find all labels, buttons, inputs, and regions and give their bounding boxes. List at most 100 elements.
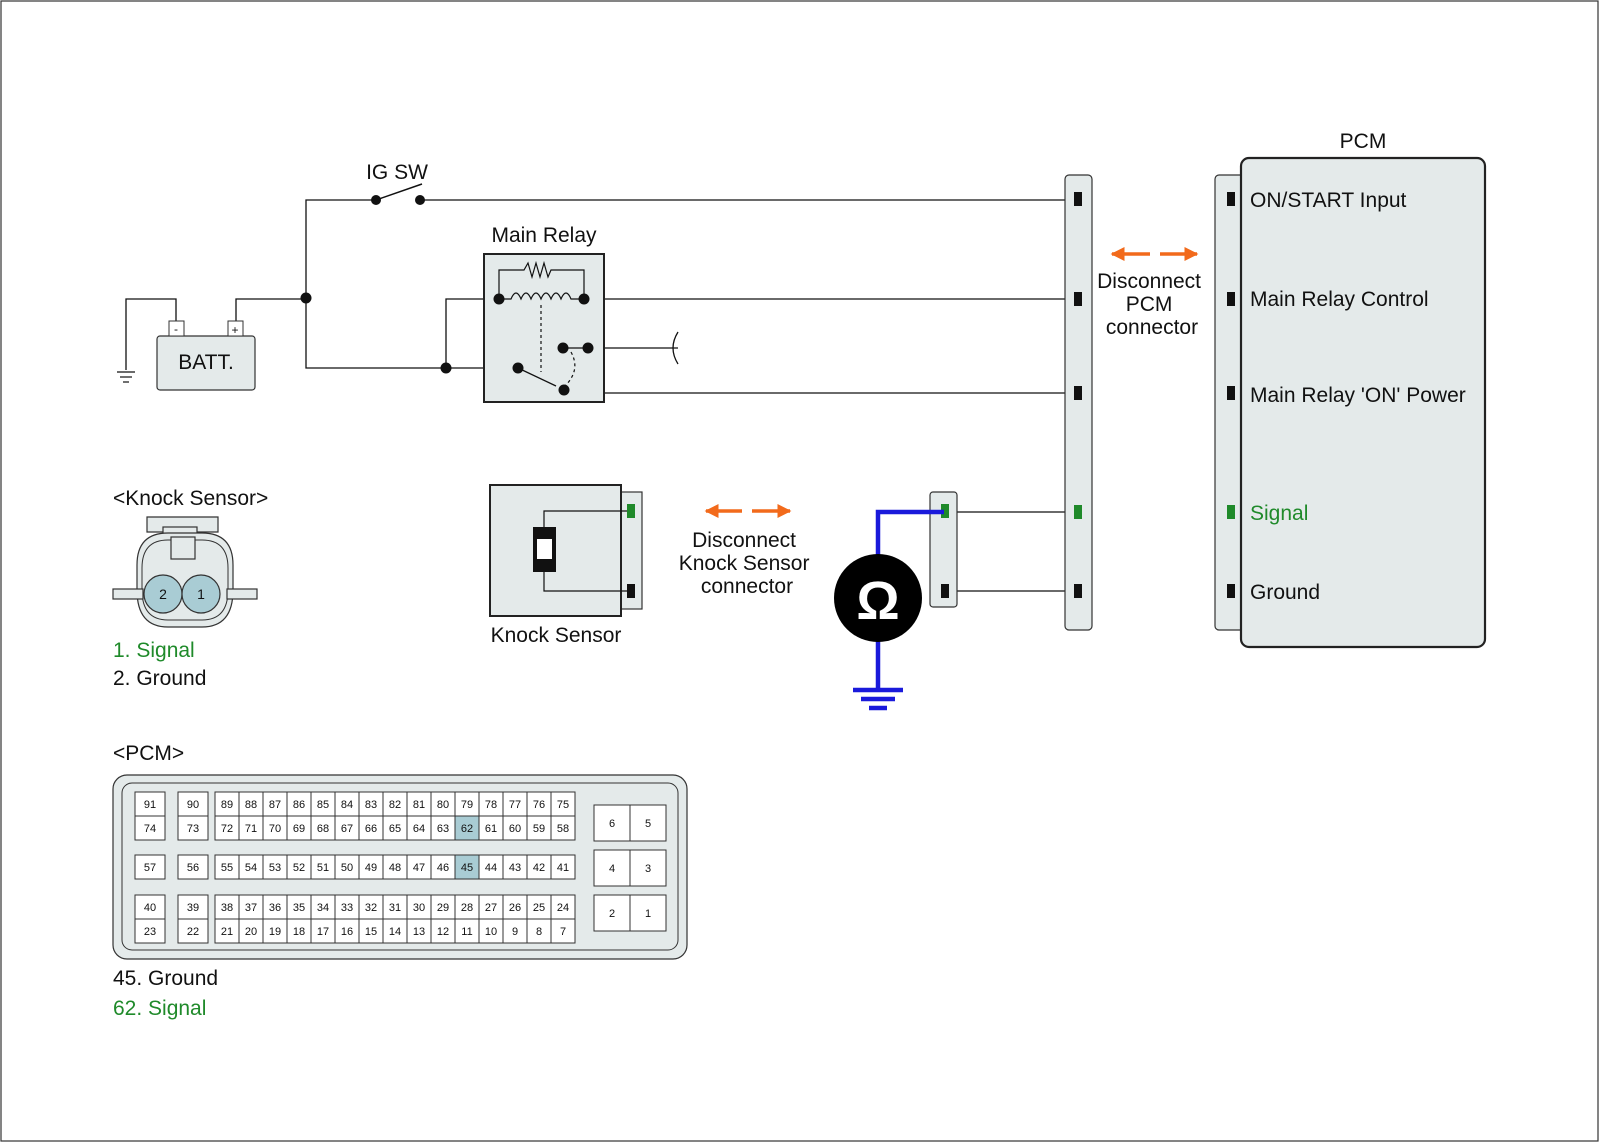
- pcm-pin: 18: [293, 926, 305, 938]
- pcm-pin-cell: [478, 894, 504, 920]
- pcm-pin: 46: [437, 862, 449, 874]
- pcm-pin-cell: [593, 849, 631, 887]
- pcm-pin-cell: [454, 815, 480, 841]
- knock-legend-ground: 2. Ground: [113, 667, 206, 690]
- pcm-pin: 6: [609, 818, 615, 830]
- pcm-pin: 90: [187, 799, 199, 811]
- pcm-pin-cell: [134, 854, 166, 880]
- pcm-pin: 62: [461, 823, 473, 835]
- pcm-pin: 8: [536, 926, 542, 938]
- pcm-pin-cell: [214, 894, 240, 920]
- pcm-pin: 21: [221, 926, 233, 938]
- pcm-pin: 75: [557, 799, 569, 811]
- pcm-pin: 16: [341, 926, 353, 938]
- pcm-pin: 83: [365, 799, 377, 811]
- pcm-pin-cell: [262, 894, 288, 920]
- battery: - + BATT.: [117, 320, 256, 391]
- pcm-pin: 88: [245, 799, 257, 811]
- pcm-pin-cell: [177, 815, 209, 841]
- pcm-pin-cell: [430, 854, 456, 880]
- pcm-pin-cell: [478, 854, 504, 880]
- pcm-pin-cell: [238, 854, 264, 880]
- pcm-pin: 39: [187, 902, 199, 914]
- pcm-pin-cell: [334, 854, 360, 880]
- pcm-pin: 68: [317, 823, 329, 835]
- pcm-pin-cell: [286, 791, 312, 817]
- pcm-pin: 52: [293, 862, 305, 874]
- pcm-pin: 40: [144, 902, 156, 914]
- pcm-pin-cell: [214, 854, 240, 880]
- knock-connector-face: <Knock Sensor> 2 1 1. Signal 2. Ground: [112, 487, 268, 690]
- pcm-pin-cell: [214, 918, 240, 944]
- pcm-pin: 48: [389, 862, 401, 874]
- pcm-pin-cell: [454, 894, 480, 920]
- pcm-pin-cell: [134, 815, 166, 841]
- pcm-pin: 58: [557, 823, 569, 835]
- pcm-pin-cell: [334, 815, 360, 841]
- knock-pin-2: 2: [159, 586, 167, 602]
- pcm-terminal-ground: Ground: [1250, 581, 1320, 604]
- pcm-pin: 78: [485, 799, 497, 811]
- knock-sensor: Knock Sensor: [489, 484, 643, 647]
- pcm-pin: 80: [437, 799, 449, 811]
- pcm-pin-cell: [430, 918, 456, 944]
- pcm-pin: 42: [533, 862, 545, 874]
- pcm-pin-cell: [406, 918, 432, 944]
- pcm-pin-cell: [502, 815, 528, 841]
- pcm-pin: 53: [269, 862, 281, 874]
- pcm-pin: 91: [144, 799, 156, 811]
- pcm-title: PCM: [1340, 130, 1387, 153]
- pcm-pin-cell: [629, 894, 667, 932]
- pcm-terminal-on-start: ON/START Input: [1250, 189, 1407, 212]
- ohmmeter: Ω: [834, 491, 958, 711]
- pcm-pin-cell: [286, 918, 312, 944]
- pcm-pin: 37: [245, 902, 257, 914]
- pcm-legend-signal: 62. Signal: [113, 997, 206, 1020]
- pcm-pin: 36: [269, 902, 281, 914]
- pcm-pin-cell: [526, 854, 552, 880]
- pcm-pin: 72: [221, 823, 233, 835]
- knock-legend-signal: 1. Signal: [113, 639, 195, 662]
- pcm-module: PCM ON/START Input Main Relay Control Ma…: [1214, 130, 1487, 649]
- pcm-pin: 63: [437, 823, 449, 835]
- pcm-pin: 1: [645, 908, 651, 920]
- pcm-pin-cell: [238, 894, 264, 920]
- ground-icon: [853, 687, 903, 711]
- pcm-pin: 47: [413, 862, 425, 874]
- pcm-pin-cell: [286, 815, 312, 841]
- pcm-pin: 31: [389, 902, 401, 914]
- pcm-pin: 12: [437, 926, 449, 938]
- pcm-pin-cell: [134, 791, 166, 817]
- pcm-pin: 73: [187, 823, 199, 835]
- pcm-pin-cell: [358, 854, 384, 880]
- pcm-pin: 50: [341, 862, 353, 874]
- pcm-pin-cell: [177, 894, 209, 920]
- battery-label: BATT.: [178, 351, 234, 374]
- pcm-pin: 5: [645, 818, 651, 830]
- pcm-pin: 34: [317, 902, 329, 914]
- pcm-pin: 87: [269, 799, 281, 811]
- pcm-pin-cell: [334, 791, 360, 817]
- pcm-pin-cell: [358, 815, 384, 841]
- battery-plus: +: [231, 323, 238, 337]
- pcm-pin-cell: [134, 894, 166, 920]
- main-relay-label: Main Relay: [491, 224, 597, 247]
- pcm-pin: 82: [389, 799, 401, 811]
- pcm-pin: 14: [389, 926, 401, 938]
- pcm-pin-cell: [629, 804, 667, 842]
- pcm-pin-cell: [406, 894, 432, 920]
- pcm-pin: 41: [557, 862, 569, 874]
- pcm-pin: 30: [413, 902, 425, 914]
- pcm-pin: 74: [144, 823, 156, 835]
- pcm-pin: 2: [609, 908, 615, 920]
- pcm-pin: 57: [144, 862, 156, 874]
- wire-break: [672, 331, 679, 365]
- pcm-legend-ground: 45. Ground: [113, 967, 218, 990]
- pcm-pin-cell: [478, 918, 504, 944]
- pcm-pin: 43: [509, 862, 521, 874]
- pcm-pin: 9: [512, 926, 518, 938]
- junction-node: [440, 362, 452, 374]
- pcm-pin: 81: [413, 799, 425, 811]
- pcm-pin: 76: [533, 799, 545, 811]
